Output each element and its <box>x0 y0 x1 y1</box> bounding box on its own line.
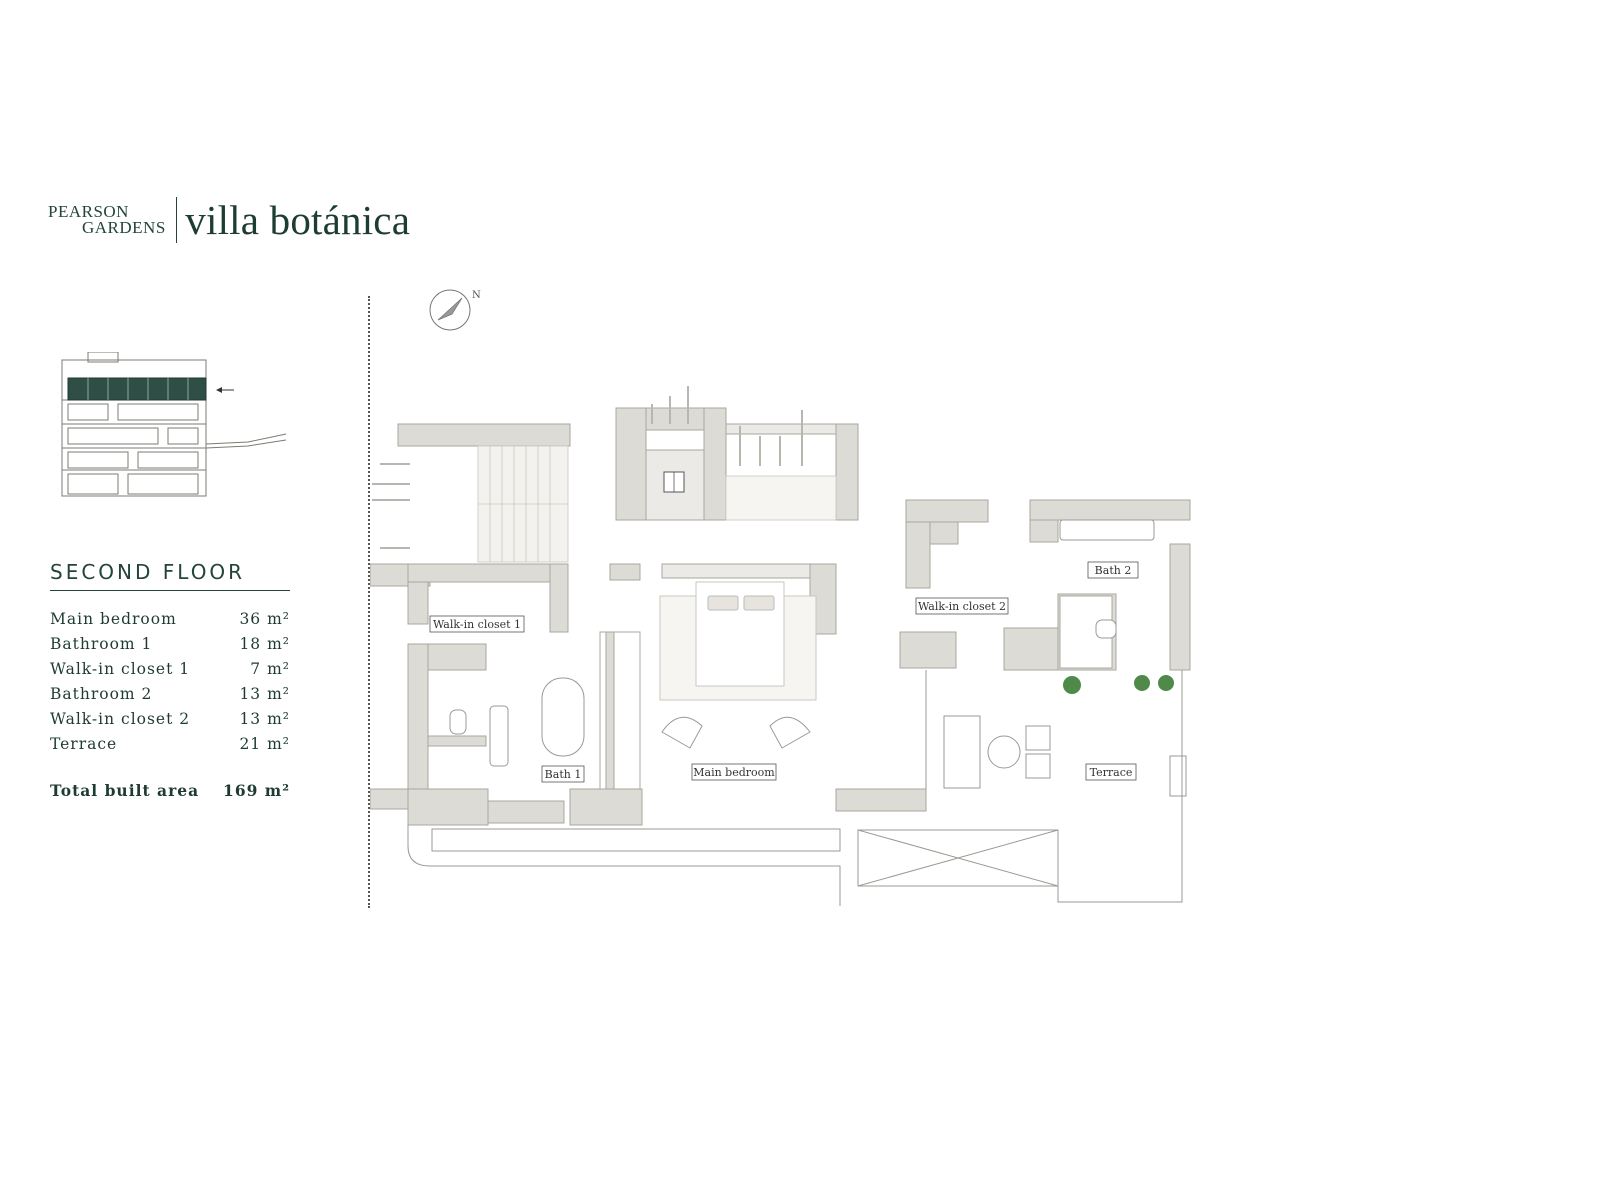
total-area: Total built area 169 m² <box>50 778 290 803</box>
elevator-icon <box>663 471 685 493</box>
bathtub-icon <box>541 677 585 757</box>
plant-icon <box>1063 675 1174 694</box>
label-walkin-closet-1-text: Walk-in closet 1 <box>433 618 521 631</box>
compass-icon: N <box>429 289 481 331</box>
label-bath-1-text: Bath 1 <box>545 768 582 781</box>
floor-title: SECOND FLOOR <box>50 560 290 591</box>
compass-north-label: N <box>472 290 481 301</box>
area-table: Main bedroom 36 m² Bathroom 1 18 m² Walk-i… <box>50 606 290 756</box>
room-area: 13 m² <box>239 709 290 728</box>
label-bath-1: Bath 1 <box>541 765 585 783</box>
label-bath-2-text: Bath 2 <box>1095 564 1132 577</box>
staircase <box>477 445 569 563</box>
brand-separator <box>175 197 178 243</box>
floor-plan: N <box>370 289 1191 906</box>
arrow-left-icon <box>216 387 234 393</box>
label-terrace: Terrace <box>1085 763 1137 781</box>
bed-icon <box>659 581 817 701</box>
room-name: Bathroom 2 <box>50 684 153 703</box>
label-walkin-closet-2: Walk-in closet 2 <box>915 597 1009 615</box>
label-main-bedroom: Main bedroom <box>691 763 777 781</box>
room-area: 18 m² <box>239 634 290 653</box>
total-row: Total built area 169 m² <box>50 778 290 803</box>
dotted-divider <box>368 296 370 908</box>
highlighted-floor-band <box>67 377 207 401</box>
label-walkin-closet-2-text: Walk-in closet 2 <box>918 600 1006 613</box>
brand-wordmark-small: PEARSON GARDENS <box>48 202 166 237</box>
label-main-bedroom-text: Main bedroom <box>693 766 775 779</box>
table-row: Terrace 21 m² <box>50 731 290 756</box>
table-row: Main bedroom 36 m² <box>50 606 290 631</box>
room-area: 21 m² <box>239 734 290 753</box>
table-row: Bathroom 1 18 m² <box>50 631 290 656</box>
table-row: Walk-in closet 2 13 m² <box>50 706 290 731</box>
terrace-furniture <box>943 715 1187 797</box>
room-name: Walk-in closet 2 <box>50 709 191 728</box>
room-area: 13 m² <box>239 684 290 703</box>
walls <box>370 407 1191 826</box>
total-value: 169 m² <box>223 781 290 800</box>
total-label: Total built area <box>50 781 200 800</box>
building-elevation-icon <box>61 352 287 497</box>
brand-logo: PEARSON GARDENS villa botánica <box>48 196 410 244</box>
room-area: 36 m² <box>239 609 290 628</box>
label-terrace-text: Terrace <box>1090 766 1133 779</box>
vanity-icon <box>489 519 1155 767</box>
room-name: Main bedroom <box>50 609 177 628</box>
room-name: Terrace <box>50 734 118 753</box>
brand-line2: GARDENS <box>82 218 166 237</box>
railing-posts <box>372 386 803 549</box>
table-row: Walk-in closet 1 7 m² <box>50 656 290 681</box>
terrace-outline <box>407 670 1183 906</box>
brand-line1: PEARSON <box>48 202 129 221</box>
armchair-icon <box>661 716 811 749</box>
label-walkin-closet-1: Walk-in closet 1 <box>429 615 525 633</box>
room-area: 7 m² <box>250 659 290 678</box>
label-bath-2: Bath 2 <box>1087 561 1139 579</box>
brand-name: villa botánica <box>185 197 411 243</box>
table-row: Bathroom 2 13 m² <box>50 681 290 706</box>
balcony-slab <box>725 475 837 521</box>
room-name: Walk-in closet 1 <box>50 659 191 678</box>
room-name: Bathroom 1 <box>50 634 153 653</box>
toilet-icon <box>449 619 1117 735</box>
